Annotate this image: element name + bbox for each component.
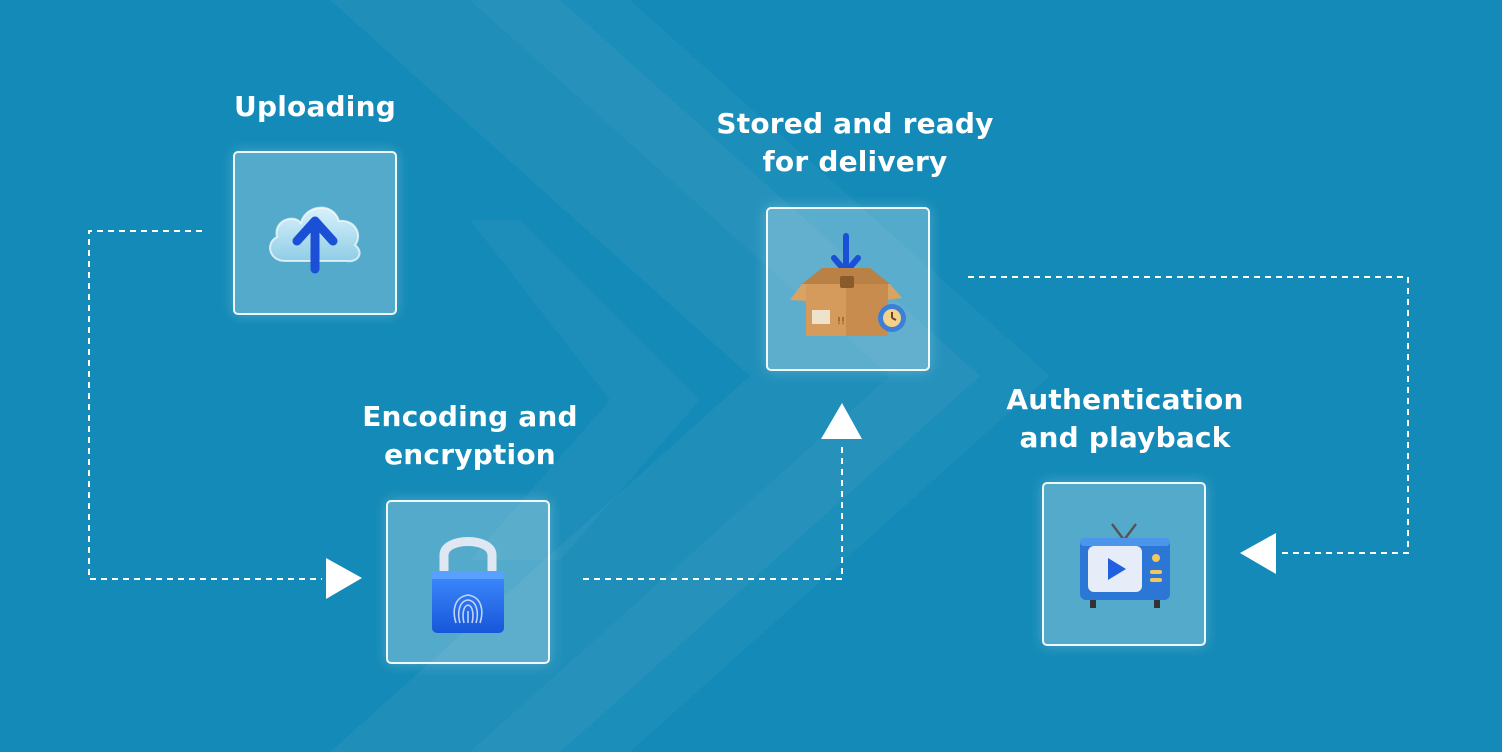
arrowhead-right-icon: [326, 558, 362, 599]
cloud-upload-icon: [269, 206, 361, 274]
step-title-playback: Authentication and playback: [990, 381, 1260, 457]
package-box-icon: !!: [790, 233, 906, 336]
arrowhead-up-icon: [821, 403, 862, 439]
step-title-line: Encoding and: [362, 400, 578, 433]
step-title-line: and playback: [1019, 421, 1231, 454]
step-title-uploading: Uploading: [205, 88, 425, 126]
step-card-uploading: [233, 151, 397, 315]
step-card-stored: !!: [766, 207, 930, 371]
step-card-encoding: [386, 500, 550, 664]
connector-stored-to-playback: [968, 276, 1409, 554]
step-title-line: for delivery: [762, 145, 948, 178]
tv-play-icon: [1080, 523, 1170, 608]
svg-text:!!: !!: [837, 316, 845, 327]
connector-upload-to-encoding: [88, 230, 322, 580]
connector-encoding-to-stored: [583, 442, 843, 580]
step-title-line: encryption: [384, 438, 556, 471]
step-title-stored: Stored and ready for delivery: [700, 105, 1010, 181]
step-title-line: Stored and ready: [716, 107, 994, 140]
step-title-line: Uploading: [234, 90, 396, 123]
step-card-playback: [1042, 482, 1206, 646]
step-title-encoding: Encoding and encryption: [340, 398, 600, 474]
arrowhead-left-icon: [1240, 533, 1276, 574]
fingerprint-padlock-icon: [432, 537, 504, 633]
step-title-line: Authentication: [1006, 383, 1244, 416]
